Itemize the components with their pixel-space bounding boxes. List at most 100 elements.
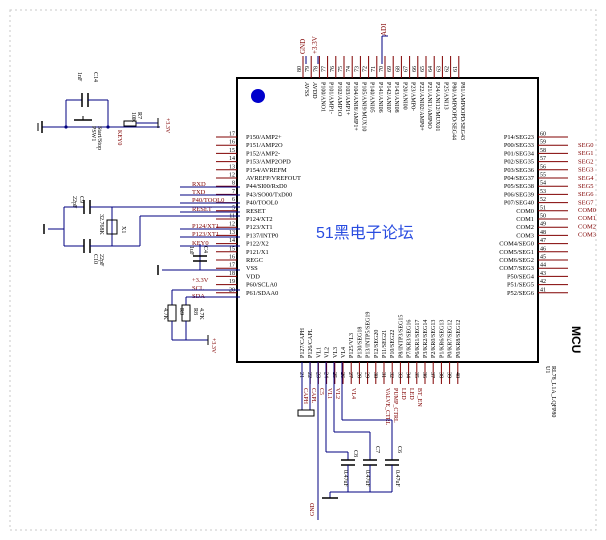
pin-number: 53 (540, 189, 546, 195)
pin-number: 47 (540, 238, 546, 244)
left-net-label: TXD (192, 189, 206, 196)
pin-number: 16 (229, 255, 235, 261)
pin-label: P11/SEG21 (382, 330, 388, 358)
pin-number: 61 (453, 66, 459, 72)
com-net-label: COM1 (578, 215, 596, 222)
pin-label: COM6/SEG2 (499, 257, 534, 264)
supply-net-label: +3.3V (192, 277, 209, 284)
pin-number: 36 (421, 372, 427, 378)
mcu-title: MCU (569, 326, 583, 353)
bottom-net-label: BT_EN (416, 388, 422, 407)
left-net-label: P123/XT1 (192, 231, 219, 238)
pin-number: 50 (540, 214, 546, 220)
pin-number: 74 (346, 66, 352, 72)
pin-label: VL3 (333, 347, 339, 358)
pin-number: 62 (445, 66, 451, 72)
pin-number: 60 (540, 132, 546, 138)
pin-label: P24/ANI12/MUX01 (434, 82, 440, 131)
pin-number: 44 (540, 263, 546, 269)
pin-label: COM2 (516, 224, 534, 231)
pin-number: 14 (229, 156, 235, 162)
pin-label: P104/ANI8/AMP1+ (352, 82, 358, 131)
pin-number: 54 (540, 181, 546, 187)
pin-number: 33 (396, 372, 402, 378)
pin-number: 57 (540, 156, 546, 162)
adi-label: ADI (380, 23, 388, 36)
bottom-net-label: LED (408, 388, 414, 400)
pin-label: P22/ANI02/AMP0+ (418, 82, 424, 131)
pin-number: 79 (305, 66, 311, 72)
pin-number: 22 (306, 372, 312, 378)
pin-label: P50/SEG4 (507, 273, 535, 280)
pin-number: 13 (229, 230, 235, 236)
pin-label: AVREFP/VREFOUT (246, 175, 301, 182)
pin-number: 49 (540, 222, 546, 228)
pin-number: 18 (229, 271, 235, 277)
r8-ref: R8 (192, 308, 198, 315)
pin-number: 63 (436, 66, 442, 72)
pin-label: COM5/SEG1 (499, 249, 534, 256)
pin-label: P141/ANI06 (377, 82, 383, 113)
pin-label: P0/KR7/SEG12 (448, 320, 454, 358)
r7-ref: R7 (136, 112, 142, 119)
c9-ref: C9 (78, 196, 84, 203)
pin-number: 65 (420, 66, 426, 72)
pin-number: 41 (540, 287, 546, 293)
pin-label: P103/AMP1+ (344, 82, 350, 116)
c9-value: 22pF (71, 196, 77, 209)
pin-label: P154/AVREFM (246, 167, 287, 174)
x1-value: 32.768K (98, 214, 104, 236)
pin-label: P25/ANI13 (442, 82, 448, 110)
mcu-part: RL78_L1A_LQFP80 (550, 366, 556, 417)
pin-label: P81/AMP0OPD/SEG43 (459, 82, 465, 140)
pin-number: 6 (232, 197, 235, 203)
sheet-border (9, 9, 597, 531)
pin-number: 16 (229, 140, 235, 146)
pin-label: P21/ANI1/AMP0O (426, 82, 432, 129)
pin-number: 31 (380, 372, 386, 378)
pin-label: P137/INTP0 (246, 232, 278, 239)
pin-label: P140/ANI05 (369, 82, 375, 113)
pin-label: AVSS (303, 82, 309, 97)
pin-label: COM0 (516, 208, 534, 215)
pin-number: 15 (229, 148, 235, 154)
top-gnd-label: GND (299, 39, 307, 54)
pin-number: 80 (297, 66, 303, 72)
c6-ref: C6 (396, 446, 402, 453)
c7-ref: C7 (374, 446, 380, 453)
pin-number: 5 (232, 205, 235, 211)
bottom-net-label: PUMP_CTRL (392, 388, 398, 423)
pin-number: 8 (232, 181, 235, 187)
pin-number: 12 (229, 222, 235, 228)
pin-label: P80/AMP0OPD/SEG44 (451, 82, 457, 140)
c10-ref: C10 (92, 254, 98, 264)
pin-number: 52 (540, 197, 546, 203)
left-net-label: P40/TOOL0 (192, 197, 224, 204)
pin-label: P05/SEG38 (504, 183, 534, 190)
pin-number: 56 (540, 164, 546, 170)
pin-number: 51 (540, 205, 546, 211)
seg-net-label: SEG6 (578, 191, 594, 198)
pin-label: P6/KR1/SEG17 (415, 320, 421, 358)
pin1-marker (251, 89, 265, 103)
seg-net-label: SEG0 (578, 142, 594, 149)
pin-number: 72 (363, 66, 369, 72)
pin-number: 19 (229, 279, 235, 285)
pin-number: 64 (428, 66, 434, 72)
c6-value: 0.47uF (394, 470, 400, 488)
c4-ref: C4 (202, 246, 208, 253)
c7-value: 0.47uF (364, 470, 370, 488)
mcu-ref: U1 (544, 366, 550, 373)
seg-net-label: SEG1 (578, 150, 594, 157)
pin-number: 13 (229, 164, 235, 170)
seg-net-label: SEG5 (578, 183, 594, 190)
pin-number: 77 (322, 66, 328, 72)
seg-net-label: SEG2 (578, 158, 594, 165)
pin-label: COM4/SEG0 (499, 241, 534, 248)
pin-number: 43 (540, 271, 546, 277)
pin-label: P121/X1 (246, 249, 269, 256)
r9-value: 4.7K (162, 308, 168, 321)
bottom-gnd: GND (310, 502, 316, 516)
